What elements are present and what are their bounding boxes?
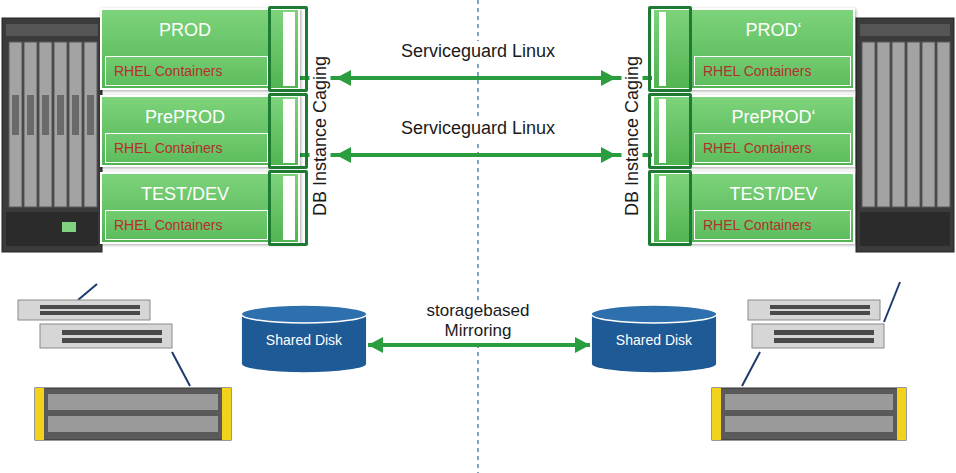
connector-line (368, 343, 590, 347)
caging-stripe (283, 12, 295, 86)
container-label: RHEL Containers (114, 217, 222, 233)
connector-label: Serviceguard Linux (398, 41, 558, 63)
disk-label: Shared Disk (240, 304, 368, 348)
arrow-head (336, 70, 351, 86)
server-chassis (856, 18, 954, 252)
arrow-head (368, 337, 383, 353)
disk-cylinder: Shared Disk (240, 304, 368, 374)
environment-name: TEST/DEV (694, 184, 853, 205)
switch-unit (18, 300, 150, 320)
array-body (35, 388, 231, 440)
container-box: RHEL Containers (694, 210, 851, 240)
caging-stripe (283, 176, 295, 240)
container-label: RHEL Containers (114, 63, 222, 79)
environment-name: PrePROD‘ (694, 107, 853, 128)
chassis-base (860, 212, 950, 246)
storage-array (712, 388, 906, 440)
environment-box: PrePROD‘ RHEL Containers (652, 95, 855, 167)
disk-cylinder: Shared Disk (590, 304, 718, 374)
caging-stripe (659, 12, 666, 86)
san-switch (18, 300, 172, 348)
drive-slots (725, 394, 893, 432)
environment-name: PROD (102, 20, 268, 41)
environment-name: PROD‘ (694, 20, 853, 41)
caging-stripe (659, 176, 666, 240)
chassis-base (6, 212, 98, 246)
chassis-top (6, 24, 98, 36)
environment-box: TEST/DEV RHEL Containers (100, 172, 300, 244)
switch-ports (40, 305, 162, 343)
container-label: RHEL Containers (703, 140, 811, 156)
drive-slots (48, 394, 218, 432)
connector-label: storagebased Mirroring (415, 301, 541, 342)
environment-box: PROD‘ RHEL Containers (652, 8, 855, 90)
caging-bracket (648, 170, 692, 246)
chassis-body (856, 18, 954, 252)
san-switch (748, 300, 884, 348)
connector-line (300, 76, 652, 80)
caging-label: DB Instance Caging (310, 53, 331, 219)
switch-unit (752, 324, 884, 348)
cylinder-top (241, 305, 367, 323)
caging-bracket (268, 6, 308, 92)
connector-line (300, 153, 652, 157)
array-bezel (712, 388, 721, 440)
environment-box: PrePROD RHEL Containers (100, 95, 300, 167)
switch-unit (40, 324, 172, 348)
container-label: RHEL Containers (703, 217, 811, 233)
arrow-head (601, 70, 616, 86)
disk-label: Shared Disk (590, 304, 718, 348)
blade-slots (862, 42, 950, 207)
container-box: RHEL Containers (105, 133, 268, 163)
environment-name: TEST/DEV (102, 184, 268, 205)
array-bezel (222, 388, 231, 440)
server-chassis (2, 18, 102, 252)
environment-name: PrePROD (102, 107, 268, 128)
caging-label: DB Instance Caging (622, 53, 643, 219)
replication-arrow (300, 147, 652, 163)
array-bezel (897, 388, 906, 440)
container-box: RHEL Containers (105, 56, 268, 86)
replication-arrow (300, 70, 652, 86)
caging-bracket (268, 93, 308, 169)
arrow-head (601, 147, 616, 163)
container-box: RHEL Containers (694, 56, 851, 86)
array-bezel (35, 388, 44, 440)
chassis-top (860, 24, 950, 36)
environment-box: PROD RHEL Containers (100, 8, 300, 90)
array-body (712, 388, 906, 440)
environment-box: TEST/DEV RHEL Containers (652, 172, 855, 244)
blade-handles (12, 95, 94, 135)
caging-bracket (648, 6, 692, 92)
container-box: RHEL Containers (105, 210, 268, 240)
cylinder-top (591, 305, 717, 323)
chassis-body (2, 18, 102, 252)
cables (78, 282, 900, 386)
container-label: RHEL Containers (703, 63, 811, 79)
caging-bracket (648, 93, 692, 169)
caging-stripe (659, 99, 666, 163)
switch-unit (748, 300, 880, 320)
container-label: RHEL Containers (114, 140, 222, 156)
container-box: RHEL Containers (694, 133, 851, 163)
storage-array (35, 388, 231, 440)
switch-ports (770, 305, 874, 343)
site-divider (477, 0, 478, 473)
status-display (62, 222, 76, 232)
connector-label: Serviceguard Linux (398, 118, 558, 140)
caging-stripe (283, 99, 295, 163)
arrow-head (336, 147, 351, 163)
blade-slots (9, 42, 97, 207)
caging-bracket (268, 170, 308, 246)
arrow-head (575, 337, 590, 353)
